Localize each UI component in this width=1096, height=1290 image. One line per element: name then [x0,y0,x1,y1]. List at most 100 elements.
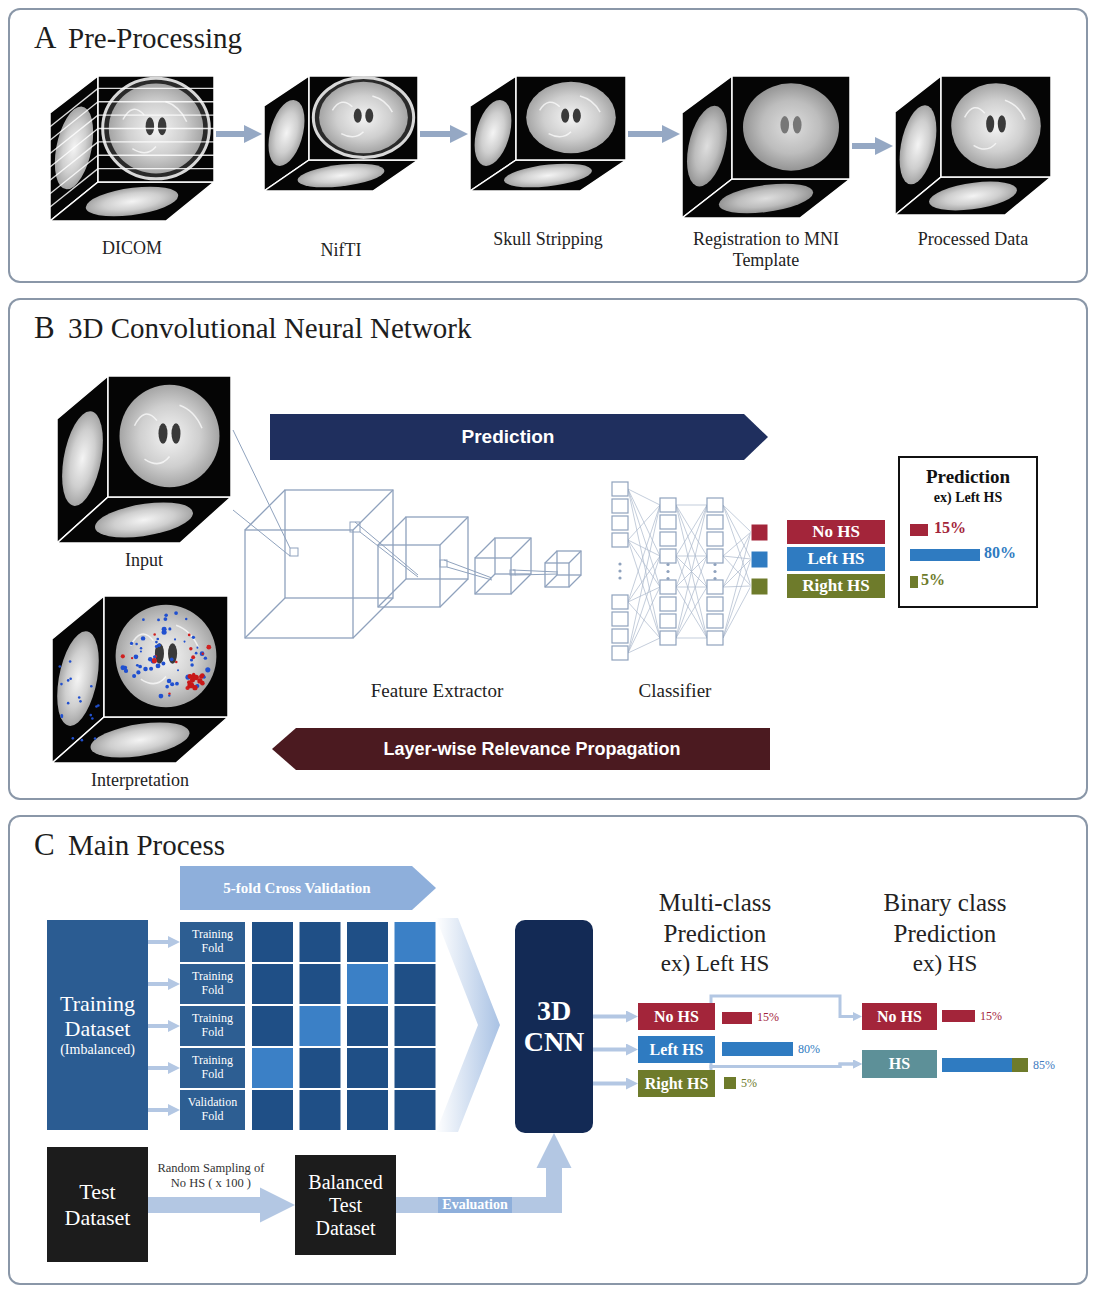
class-box: No HS [862,1003,937,1030]
relevance-dot [189,647,192,650]
dense-connection [676,556,707,638]
relevance-dot [174,611,178,615]
neuron [612,646,628,660]
relevance-dot [79,700,82,703]
dense-connection [628,638,660,653]
slice-line [98,128,214,129]
brain-volume [55,375,233,545]
prediction-box: Predictionex) Left HS15%80%5% [898,456,1038,608]
relevance-dot [153,655,156,658]
relevance-dot [187,680,191,684]
box-text: Left HS [807,549,864,569]
label: Multi-class [615,888,815,918]
brain [284,164,398,188]
dense-connection [676,505,707,556]
fold-box: Training Fold [180,1048,245,1088]
dense-connection [628,489,660,638]
ventricle [158,117,166,135]
dense-connection [676,556,707,638]
label: Feature Extractor [337,680,537,702]
image-caption: Interpretation [60,770,220,791]
layer-cube [495,538,531,574]
probability-bar [1012,1058,1028,1072]
ventricle [159,423,168,443]
projection-line [447,567,492,580]
relevance-dot [72,737,75,740]
box-text: Test Dataset [49,1179,146,1230]
brain [75,723,205,758]
dense-connection [723,532,751,638]
relevance-dot [140,650,142,652]
neuron [707,515,723,529]
sagittal-slice [687,94,727,199]
box-text: 3D CNN [517,996,591,1058]
dense-connection [676,587,707,638]
dense-connection [723,586,751,638]
fold-box: Training Fold [180,1006,245,1046]
probability-bar [910,524,928,536]
label: 5% [741,1076,757,1091]
brain [62,397,103,520]
layer-cube [285,490,393,598]
fold-cell [252,1090,293,1130]
fold-cell [395,1048,436,1088]
relevance-dot [193,675,199,681]
probability-bar [722,1012,752,1024]
ellipsis-dot [618,562,621,565]
connector [420,131,457,137]
skull [313,78,413,158]
relevance-dot [124,669,128,673]
probability-bar [722,1042,793,1056]
mri-volume: Input [55,375,233,545]
neuron [660,631,676,645]
coronal-face [732,76,850,179]
coronal-face [309,76,418,160]
panel-title: Main Process [68,829,225,862]
dense-connection [676,505,707,638]
layer-cube [545,563,569,587]
dense-connection [628,505,660,653]
image-caption: Skull Stripping [488,229,608,250]
relevance-dot [140,647,142,649]
dense-connection [676,587,707,638]
projection-line [233,510,290,556]
fold-cell [252,1006,293,1046]
arrow-band: Prediction [270,414,768,460]
panel-letter: C [34,827,55,863]
cube-edge [511,574,531,594]
connector [852,143,882,149]
relevance-dot [61,714,64,717]
connector [628,131,669,137]
cube-edge [475,538,495,558]
cube-edge [378,579,406,607]
cube-edge [440,517,468,545]
connector [593,1015,631,1019]
axial-face [57,497,231,543]
brain-volume [50,595,230,765]
layer-cube [475,558,511,594]
brain [269,90,305,176]
brain-volume [680,75,852,220]
brain-volume [262,75,420,193]
box-text: No HS [812,522,860,542]
axial-face [895,177,1051,215]
slice-line [98,114,214,115]
connector [593,1048,631,1052]
axial-slice [71,187,192,217]
fold-box: Training Fold [180,922,245,962]
class-box: HS [862,1050,937,1078]
relevance-dot [205,667,210,672]
neuron [707,631,723,645]
class-square [751,551,768,568]
relevance-dot [170,682,174,686]
brain [743,83,839,170]
neuron [707,597,723,611]
brain [57,617,99,740]
ventricle [172,423,181,443]
slice-line [98,88,214,89]
relevance-dot [143,667,148,672]
relevance-dot [152,658,157,663]
axial-slice [704,184,828,214]
ventricle [793,116,802,133]
box-text: Layer-wise Relevance Propagation [383,739,680,760]
